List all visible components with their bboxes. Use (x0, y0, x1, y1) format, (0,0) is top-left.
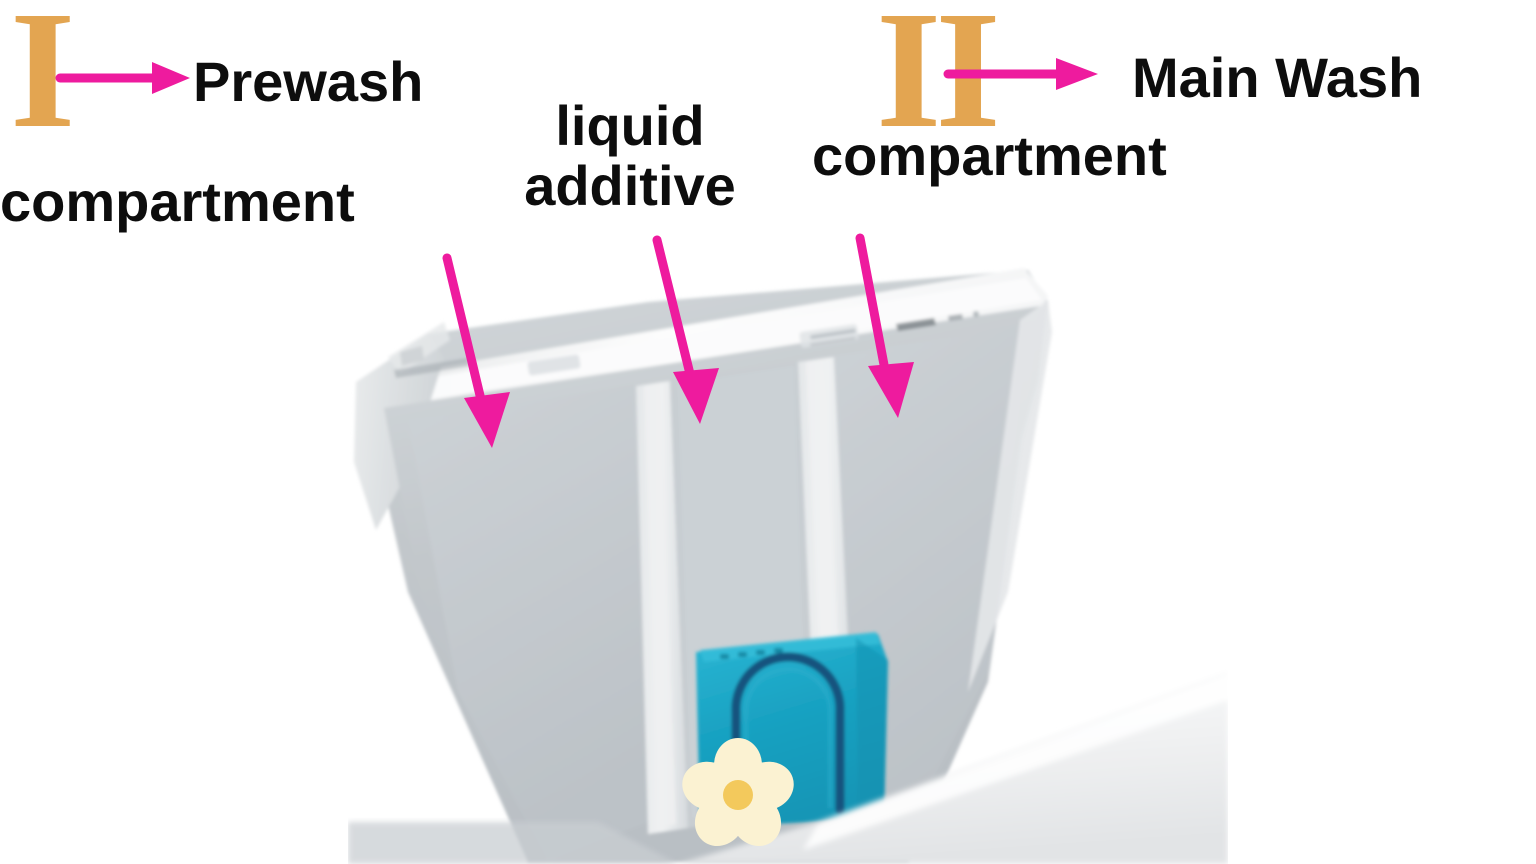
arrow-to-prewash-label (55, 62, 190, 94)
flower-icon (682, 738, 794, 847)
detergent-drawer-photo (348, 262, 1228, 864)
roman-numeral-one-marker: I (10, 0, 76, 163)
label-prewash-compartment: compartment (0, 170, 355, 233)
label-main-wash: Main Wash (1132, 46, 1423, 109)
label-liquid-additive: liquid additive (524, 94, 736, 218)
label-main-wash-compartment: compartment (812, 124, 1167, 187)
label-prewash: Prewash (193, 50, 424, 113)
